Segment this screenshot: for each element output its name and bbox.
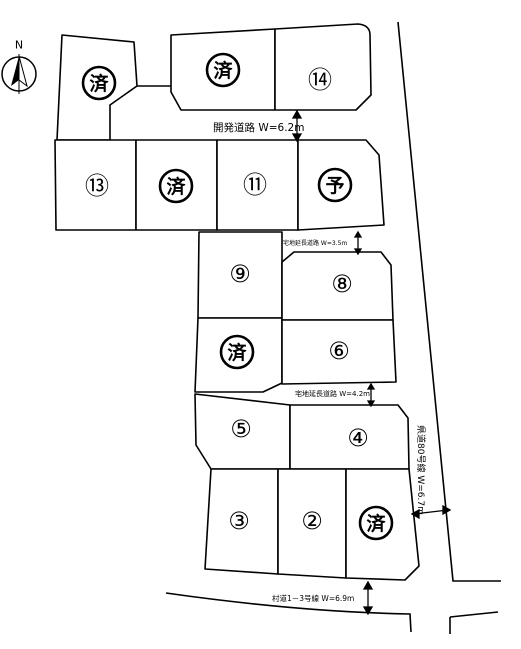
lot-13-label: ⑬ [85, 172, 109, 200]
lot-4[interactable] [289, 404, 410, 470]
lot-F-marker: 済 [358, 505, 394, 541]
lot-label: 済 [227, 341, 247, 364]
ext-road-2-label: 宅地延長道路 W=4.2m [295, 389, 370, 398]
lot-A-marker: 済 [81, 65, 117, 101]
lot-6-label: ⑥ [328, 337, 350, 365]
stamp-circle-icon [317, 167, 353, 203]
dimension-arrows [291, 109, 452, 616]
lot-6[interactable] [281, 319, 397, 385]
north-arrow-icon: N [1, 39, 37, 94]
dev-road-label: 開発道路 W=6.2m [213, 121, 304, 134]
lot-C-marker: 済 [158, 168, 194, 204]
lot-3-label: ③ [228, 507, 250, 535]
lot-8-label: ⑧ [331, 270, 353, 298]
lot-D-marker: 予 [317, 167, 353, 203]
lot-label: 済 [213, 59, 233, 82]
lot-label: 済 [166, 175, 186, 198]
lot-14-label: ⑭ [308, 66, 332, 94]
stamp-circle-icon [158, 168, 194, 204]
village-road-label: 村道1－3号線 W=6.9m [272, 593, 354, 603]
lot-2-label: ② [301, 507, 323, 535]
lot-14[interactable] [274, 23, 372, 111]
stamp-circle-icon [205, 52, 241, 88]
prefectural-road-label: 県道80号線 W=6.7m [415, 425, 427, 515]
lot-11-label: ⑪ [243, 171, 267, 199]
stamp-circle-icon [358, 505, 394, 541]
prefectural-road [397, 21, 501, 634]
stamp-circle-icon [219, 334, 255, 370]
village-road [165, 592, 412, 633]
lot-4-label: ④ [347, 424, 369, 452]
north-label: N [15, 39, 23, 52]
stamp-circle-icon [81, 65, 117, 101]
lot-label: 済 [366, 512, 386, 535]
lot-label: 予 [325, 175, 344, 197]
lot-label: 済 [89, 72, 109, 95]
ext-road-1-label: 宅地延長道路 W=3.5m [283, 239, 347, 247]
lot-B-marker: 済 [205, 52, 241, 88]
lot-9-label: ⑨ [229, 260, 251, 288]
lot-E-marker: 済 [219, 334, 255, 370]
lot-5-label: ⑤ [230, 415, 252, 443]
